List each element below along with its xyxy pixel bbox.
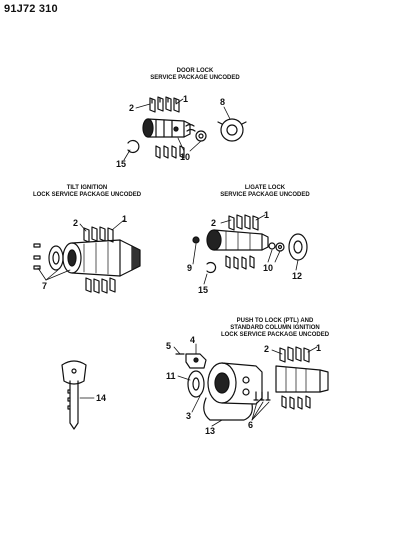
ptl-callout-11: 11	[166, 371, 176, 381]
door-lock-title-line2: SERVICE PACKAGE UNCODED	[150, 75, 240, 81]
push-to-lock-title-line2: STANDARD COLUMN IGNITION	[230, 325, 320, 331]
liftgate-callout-2: 2	[211, 218, 216, 228]
door-lock-leaders	[123, 98, 231, 161]
liftgate-tumblers-bottom	[225, 255, 255, 270]
door-callout-15: 15	[116, 159, 126, 169]
ptl-springs	[253, 391, 271, 401]
liftgate-bezel	[288, 233, 308, 261]
liftgate-callout-12: 12	[292, 271, 302, 281]
ptl-rod	[203, 397, 253, 421]
ptl-lock-housing	[207, 362, 263, 405]
ptl-actuator	[175, 353, 207, 369]
key-group: 14	[61, 360, 106, 430]
tilt-springs	[33, 243, 41, 270]
liftgate-lock-title-line2: SERVICE PACKAGE UNCODED	[220, 192, 310, 198]
liftgate-washers	[268, 242, 285, 252]
key-illustration	[61, 360, 87, 430]
liftgate-callout-10: 10	[263, 263, 273, 273]
tilt-ignition-title-line2: LOCK SERVICE PACKAGE UNCODED	[32, 192, 142, 198]
tilt-lock-housing	[62, 239, 141, 277]
door-lock-spring-clips	[185, 123, 196, 132]
liftgate-tumblers-top	[228, 214, 259, 231]
ptl-group: 2 1 3 4 5 6 11 13	[166, 335, 329, 436]
tilt-callout-2: 2	[73, 218, 78, 228]
ptl-bezel-ring	[187, 370, 205, 398]
liftgate-leaders	[192, 214, 299, 285]
tilt-tumblers-top	[83, 226, 114, 243]
tilt-ignition-title-line1: TILT IGNITION	[66, 185, 108, 191]
liftgate-callout-15: 15	[198, 285, 208, 295]
ptl-callout-1: 1	[316, 343, 321, 353]
liftgate-retainer	[192, 236, 217, 274]
ptl-callout-5: 5	[166, 341, 171, 351]
liftgate-cylinder	[206, 229, 269, 251]
tilt-callout-1: 1	[122, 214, 127, 224]
diagram-code: 91J72 310	[4, 3, 58, 15]
door-lock-group: 2 1 8 10 15	[116, 94, 247, 169]
tilt-tumblers-bottom	[85, 277, 116, 294]
door-lock-tumblers-top	[149, 96, 180, 113]
liftgate-callout-9: 9	[187, 263, 192, 273]
door-lock-title: DOOR LOCK SERVICE PACKAGE UNCODED	[120, 68, 270, 82]
ptl-cylinder	[275, 365, 329, 393]
liftgate-callout-1: 1	[264, 210, 269, 220]
door-lock-retainer-ring	[127, 139, 140, 154]
tilt-callout-7: 7	[42, 281, 47, 291]
ptl-callout-3: 3	[186, 411, 191, 421]
door-callout-2: 2	[129, 103, 134, 113]
liftgate-lock-title-line1: L/GATE LOCK	[244, 185, 286, 191]
door-lock-title-line1: DOOR LOCK	[176, 68, 214, 74]
door-lock-bezel	[217, 118, 247, 142]
door-lock-washer	[195, 130, 207, 142]
ptl-callout-13: 13	[205, 426, 215, 436]
tilt-face-ring	[48, 245, 64, 271]
ptl-callout-6: 6	[248, 420, 253, 430]
tilt-ignition-group: 2 1 7	[33, 214, 141, 294]
liftgate-lock-group: 2 1 9 10 12 15	[187, 210, 308, 295]
tilt-ignition-title: TILT IGNITION LOCK SERVICE PACKAGE UNCOD…	[22, 185, 152, 199]
ptl-callout-2: 2	[264, 344, 269, 354]
door-callout-1: 1	[183, 94, 188, 104]
ptl-callout-4: 4	[190, 335, 195, 345]
ptl-leaders	[173, 343, 318, 427]
ptl-tumblers-bottom	[281, 395, 311, 410]
tilt-leaders	[37, 219, 125, 281]
liftgate-lock-title: L/GATE LOCK SERVICE PACKAGE UNCODED	[200, 185, 330, 199]
door-callout-10: 10	[180, 152, 190, 162]
door-lock-cylinder	[142, 118, 191, 138]
push-to-lock-title-line3: LOCK SERVICE PACKAGE UNCODED	[220, 332, 330, 338]
door-callout-8: 8	[220, 97, 225, 107]
key-callout-14: 14	[96, 393, 106, 403]
push-to-lock-title: PUSH TO LOCK (PTL) AND STANDARD COLUMN I…	[200, 318, 350, 339]
ptl-tumblers-top	[279, 346, 310, 363]
push-to-lock-title-line1: PUSH TO LOCK (PTL) AND	[236, 318, 314, 324]
